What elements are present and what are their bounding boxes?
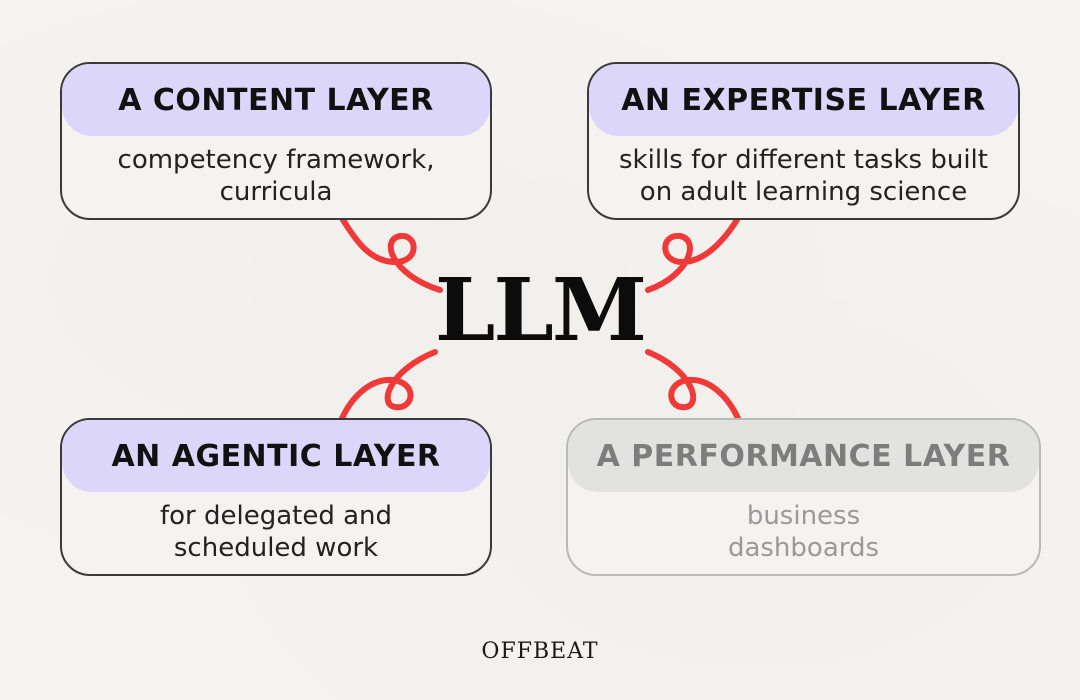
llm-center-label: LLM [434,259,647,361]
expertise-layer-line-1: skills for different tasks built [619,145,988,175]
agentic-layer-line-1: for delegated and [159,501,393,531]
expertise-layer-line-2: on adult learning science [639,177,968,207]
performance-layer-line-2: dashboards [727,533,880,563]
agentic-layer-card: An Agentic Layer for delegated and sched… [60,418,492,576]
content-layer-line-2: curricula [219,177,333,207]
expertise-layer-title: An Expertise Layer [589,64,1018,136]
content-layer-line-1: competency framework, [117,145,435,175]
connector-expertise [645,212,743,293]
performance-layer-title: A Performance Layer [568,420,1039,492]
performance-layer-description: business dashboards [568,492,1039,564]
content-layer-description: competency framework, curricula [62,136,490,208]
agentic-layer-line-2: scheduled work [173,533,379,563]
connector-performance [645,349,743,426]
content-layer-card: A Content Layer competency framework, cu… [60,62,492,220]
content-layer-title: A Content Layer [62,64,490,136]
connector-content [337,212,443,293]
expertise-layer-description: skills for different tasks built on adul… [589,136,1018,208]
performance-layer-line-1: business [746,501,861,531]
agentic-layer-description: for delegated and scheduled work [62,492,490,564]
connector-agentic [337,349,438,426]
agentic-layer-title: An Agentic Layer [62,420,490,492]
performance-layer-card: A Performance Layer business dashboards [566,418,1041,576]
expertise-layer-card: An Expertise Layer skills for different … [587,62,1020,220]
brand-logo: OFFBEAT [481,638,599,664]
